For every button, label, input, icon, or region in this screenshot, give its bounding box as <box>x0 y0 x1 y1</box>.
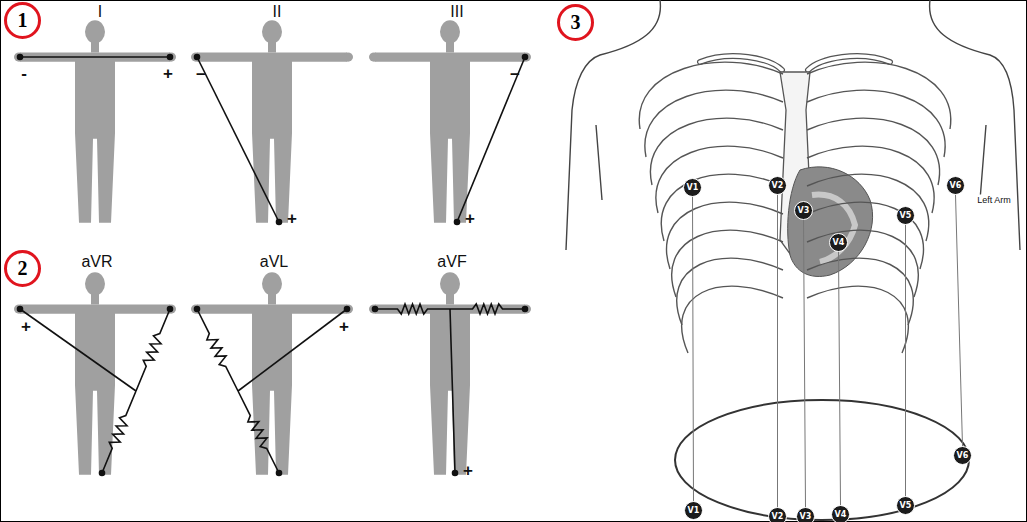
callout-number: 1 <box>18 9 28 32</box>
polarity-sign: - <box>21 65 27 82</box>
polarity-sign: − <box>510 66 520 83</box>
electrode-dot: V6 <box>953 446 972 465</box>
electrode-name: V6 <box>957 451 969 460</box>
polarity-sign: + <box>287 210 297 227</box>
projection-line <box>804 220 806 507</box>
electrode-name: V4 <box>835 510 847 519</box>
polarity-sign: + <box>465 210 475 227</box>
electrode-name: V6 <box>950 181 962 190</box>
electrode-dot: V2 <box>768 507 787 522</box>
chest-cross-section <box>675 400 969 520</box>
electrode-dot: V5 <box>896 496 915 515</box>
electrode-name: V3 <box>800 512 812 521</box>
lead-name: I <box>98 4 102 20</box>
callout-circle: 1 <box>4 2 41 39</box>
projection-line <box>693 197 694 501</box>
electrode-name: V2 <box>772 512 784 521</box>
callout-number: 2 <box>18 257 28 280</box>
polarity-sign: + <box>463 462 473 479</box>
electrode-dot: V4 <box>831 505 850 522</box>
lead-lines <box>18 55 528 476</box>
callout-number: 3 <box>571 11 581 34</box>
lead-name: III <box>450 4 463 20</box>
chest-drawing <box>566 0 1020 520</box>
electrode-dot: V2 <box>768 176 787 195</box>
electrode-dot: V4 <box>829 233 848 252</box>
electrode-name: V1 <box>687 183 699 192</box>
electrode-name: V4 <box>833 238 845 247</box>
electrode-name: V1 <box>688 506 700 515</box>
electrode-name: V5 <box>900 211 912 220</box>
polarity-sign: + <box>163 65 173 82</box>
electrode-dot: V1 <box>684 501 703 520</box>
lead-name: aVR <box>81 254 112 270</box>
lead-name: aVL <box>260 254 288 270</box>
electrode-dot: V3 <box>796 507 815 522</box>
electrode-name: V2 <box>772 181 784 190</box>
electrode-name: V3 <box>798 206 810 215</box>
body-figures <box>14 20 531 474</box>
electrode-dot: V3 <box>794 201 813 220</box>
projection-line <box>777 195 778 507</box>
lead-name: aVF <box>437 254 466 270</box>
electrode-name: V5 <box>900 501 912 510</box>
electrode-dot: V1 <box>683 178 702 197</box>
callout-circle: 3 <box>557 4 594 41</box>
polarity-sign: + <box>339 318 349 335</box>
electrode-dot: V5 <box>896 206 915 225</box>
polarity-sign: − <box>196 66 206 83</box>
polarity-sign: + <box>21 318 31 335</box>
callout-circle: 2 <box>4 250 41 287</box>
projection-line <box>956 195 963 446</box>
electrode-dot: V6 <box>946 176 965 195</box>
projection-line <box>905 225 906 496</box>
side-label: Left Arm <box>976 195 1012 206</box>
projection-line <box>839 252 841 505</box>
lead-name: II <box>273 4 282 20</box>
